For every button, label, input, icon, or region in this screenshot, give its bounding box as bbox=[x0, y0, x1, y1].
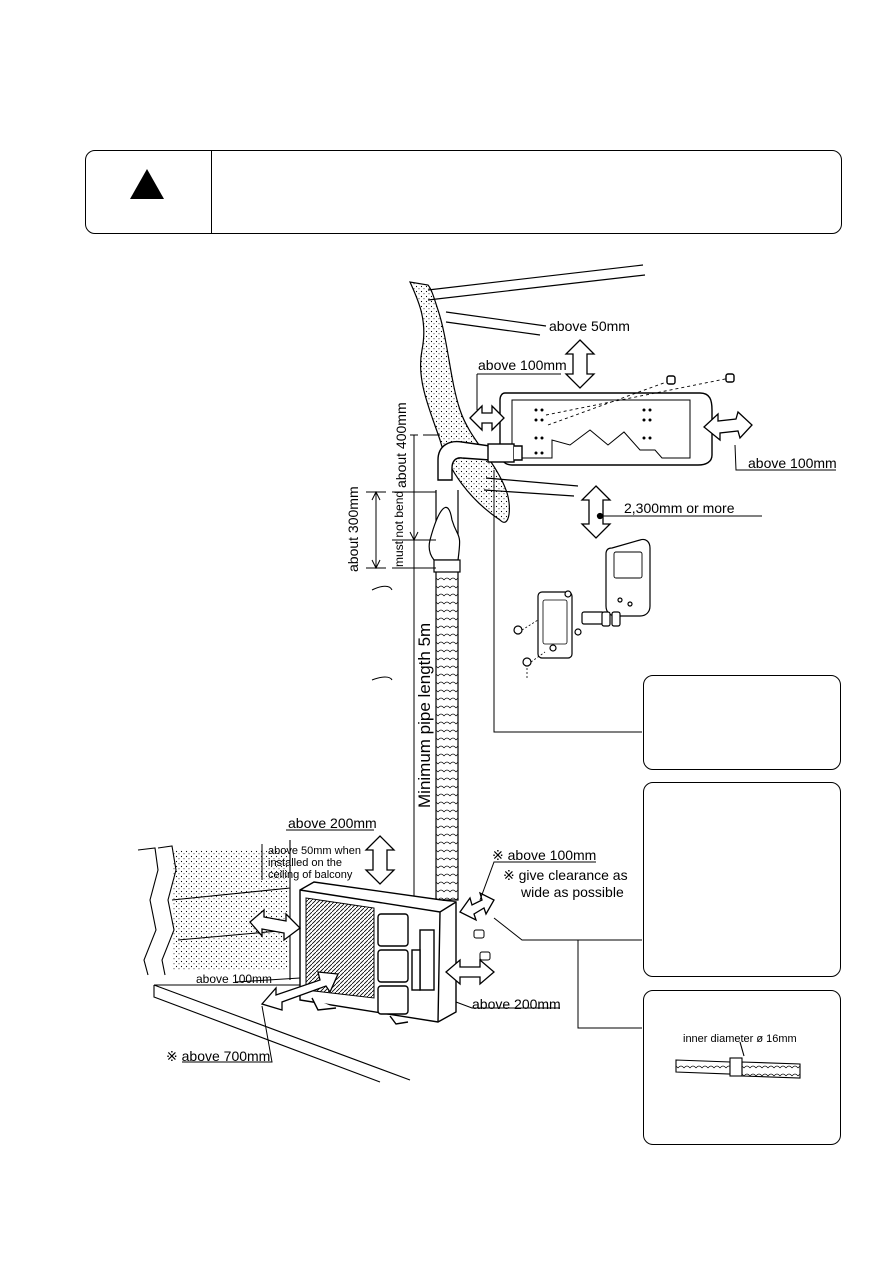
label-above-700mm: ※ above 700mm bbox=[166, 1048, 271, 1064]
label-clearance-line-1: ※ give clearance as bbox=[503, 867, 628, 883]
note-box-remote bbox=[643, 675, 841, 770]
pipe-bend bbox=[437, 440, 523, 481]
arrow-above-100mm-left bbox=[469, 404, 505, 432]
label-about-300mm: about 300mm bbox=[345, 486, 361, 572]
label-above-100mm-outdoor-left: above 100mm bbox=[196, 972, 273, 986]
ceiling-and-wall bbox=[408, 264, 646, 523]
label-min-pipe-length: Minimum pipe length 5m bbox=[415, 622, 434, 808]
indoor-unit bbox=[499, 373, 735, 466]
outdoor-unit bbox=[299, 881, 457, 1025]
label-2300mm: 2,300mm or more bbox=[624, 500, 735, 516]
outdoor-screws bbox=[473, 929, 491, 961]
label-clearance-line-2: wide as possible bbox=[521, 884, 624, 900]
arrow-above-700mm bbox=[260, 971, 339, 1011]
arrow-above-50mm bbox=[564, 339, 596, 389]
note-box-outdoor bbox=[643, 782, 841, 977]
label-balcony-line-1: above 50mm when bbox=[268, 845, 361, 857]
arrow-above-100mm-outdoor-right bbox=[459, 891, 495, 922]
label-about-400mm: about 400mm bbox=[393, 402, 409, 488]
label-above-200mm-top: above 200mm bbox=[288, 815, 377, 831]
arrow-above-200mm-top bbox=[364, 835, 396, 885]
label-balcony-line-2: installed on the bbox=[268, 857, 342, 869]
label-above-200mm-bottom: above 200mm bbox=[472, 996, 561, 1012]
warning-box bbox=[85, 150, 842, 234]
arrow-2300mm bbox=[580, 485, 612, 539]
label-must-not-bend: must not bend bbox=[392, 490, 406, 567]
arrow-above-100mm-outdoor-left bbox=[249, 908, 301, 942]
outdoor-wall bbox=[137, 840, 411, 1083]
label-inner-diameter: inner diameter ø 16mm bbox=[683, 1033, 797, 1045]
warning-icon bbox=[130, 169, 164, 199]
arrow-above-200mm-bottom bbox=[445, 958, 495, 986]
label-above-100mm-outdoor-right: ※ above 100mm bbox=[492, 847, 597, 863]
pipe bbox=[428, 490, 461, 901]
label-balcony-line-3: ceiling of balcony bbox=[268, 869, 353, 881]
warning-divider bbox=[211, 151, 213, 233]
remote-controller bbox=[513, 538, 651, 678]
label-above-100mm-left: above 100mm bbox=[478, 357, 567, 373]
label-above-100mm-right: above 100mm bbox=[748, 455, 837, 471]
label-above-50mm-top: above 50mm bbox=[549, 318, 630, 334]
arrow-above-100mm-right bbox=[703, 410, 753, 442]
